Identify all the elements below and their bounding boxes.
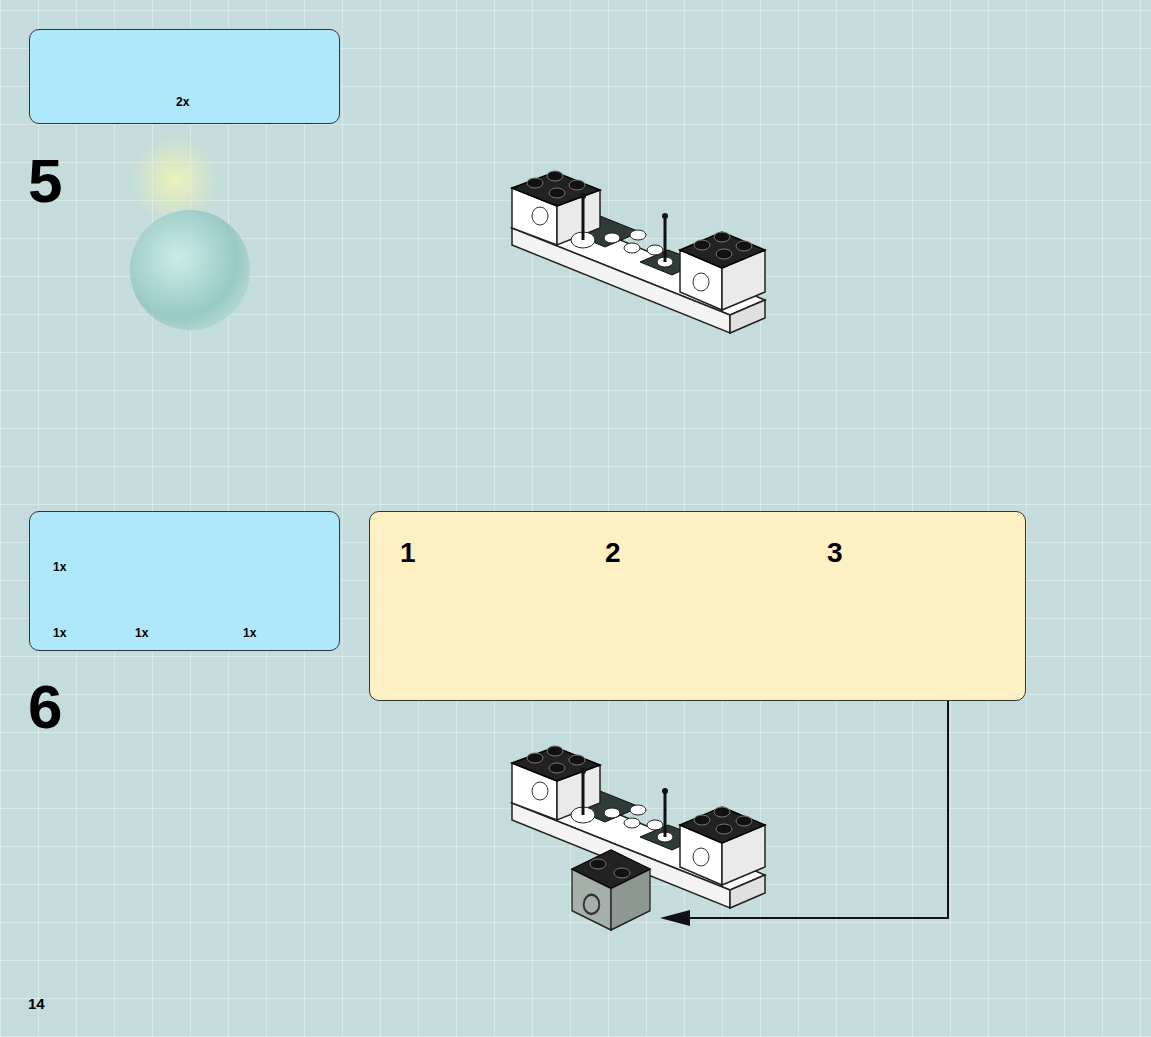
substep-number: 2: [605, 539, 621, 567]
step-number: 5: [28, 150, 62, 212]
part-count: 1x: [53, 627, 66, 639]
substep-number: 1: [400, 539, 416, 567]
parts-box: 1x 1x 1x 1x: [29, 511, 340, 651]
substep-panel: 1 2 3: [369, 511, 1026, 701]
parts-box: 2x: [29, 29, 340, 124]
step-number: 6: [28, 676, 62, 738]
part-count: 2x: [176, 96, 189, 108]
part-count: 1x: [53, 561, 66, 573]
part-count: 1x: [135, 627, 148, 639]
substep-number: 3: [827, 539, 843, 567]
part-count: 1x: [243, 627, 256, 639]
page-number: 14: [28, 996, 45, 1011]
